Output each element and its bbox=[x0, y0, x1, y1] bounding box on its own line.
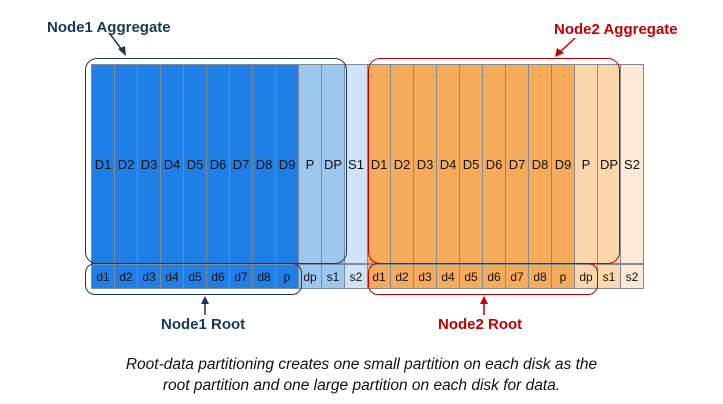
disk-root-partition: d6 bbox=[206, 264, 230, 289]
caption-line-1: Root-data partitioning creates one small… bbox=[125, 356, 598, 373]
node2-root-arrow bbox=[480, 296, 488, 315]
disk-root-partition: p bbox=[551, 264, 575, 289]
disk-data-partition: D6 bbox=[206, 64, 230, 264]
node1-aggregate-label: Node1 Aggregate bbox=[47, 19, 171, 36]
disk-root-partition: d4 bbox=[160, 264, 184, 289]
disk-data-partition: D3 bbox=[413, 64, 437, 264]
caption: Root-data partitioning creates one small… bbox=[60, 354, 663, 396]
disk-data-partition: D3 bbox=[137, 64, 161, 264]
node2-aggregate-arrow bbox=[555, 37, 576, 57]
disk-data-partition: D5 bbox=[183, 64, 207, 264]
disk-root-partition: d8 bbox=[528, 264, 552, 289]
disk-root-partition: d7 bbox=[229, 264, 253, 289]
node1-aggregate-arrow bbox=[109, 33, 126, 56]
disk-data-partition: D8 bbox=[528, 64, 552, 264]
node1-root-arrow bbox=[201, 296, 209, 315]
disk-data-partition: D2 bbox=[114, 64, 138, 264]
disk-data-partition: DP bbox=[597, 64, 621, 264]
disk-data-partition: S1 bbox=[344, 64, 368, 264]
node1-root-outline bbox=[85, 263, 302, 295]
disk-root-partition: d3 bbox=[413, 264, 437, 289]
disk-root-partition: s2 bbox=[620, 264, 644, 289]
disk-data-partition: D9 bbox=[551, 64, 575, 264]
disk-data-partition: D1 bbox=[91, 64, 115, 264]
disk-root-partition: d5 bbox=[183, 264, 207, 289]
disk-root-partition: dp bbox=[298, 264, 322, 289]
node2-root-label: Node2 Root bbox=[438, 316, 523, 333]
node2-aggregate-label: Node2 Aggregate bbox=[554, 21, 678, 38]
disk-root-partition: d3 bbox=[137, 264, 161, 289]
disk-root-partition: d2 bbox=[390, 264, 414, 289]
disk-root-partition: d7 bbox=[505, 264, 529, 289]
disk-data-partition: P bbox=[574, 64, 598, 264]
disk-root-partition: s1 bbox=[321, 264, 345, 289]
disk-data-partition: D5 bbox=[459, 64, 483, 264]
node2-root-outline bbox=[368, 263, 598, 295]
disk-data-partition: S2 bbox=[620, 64, 644, 264]
node1-root-label: Node1 Root bbox=[161, 316, 246, 333]
disk-data-partition: D7 bbox=[229, 64, 253, 264]
disk-data-partition: DP bbox=[321, 64, 345, 264]
disk-root-partition: d8 bbox=[252, 264, 276, 289]
disk-data-partition: D2 bbox=[390, 64, 414, 264]
caption-line-2: root partition and one large partition o… bbox=[162, 377, 561, 394]
disk-root-partition: dp bbox=[574, 264, 598, 289]
disk-root-partition: d2 bbox=[114, 264, 138, 289]
